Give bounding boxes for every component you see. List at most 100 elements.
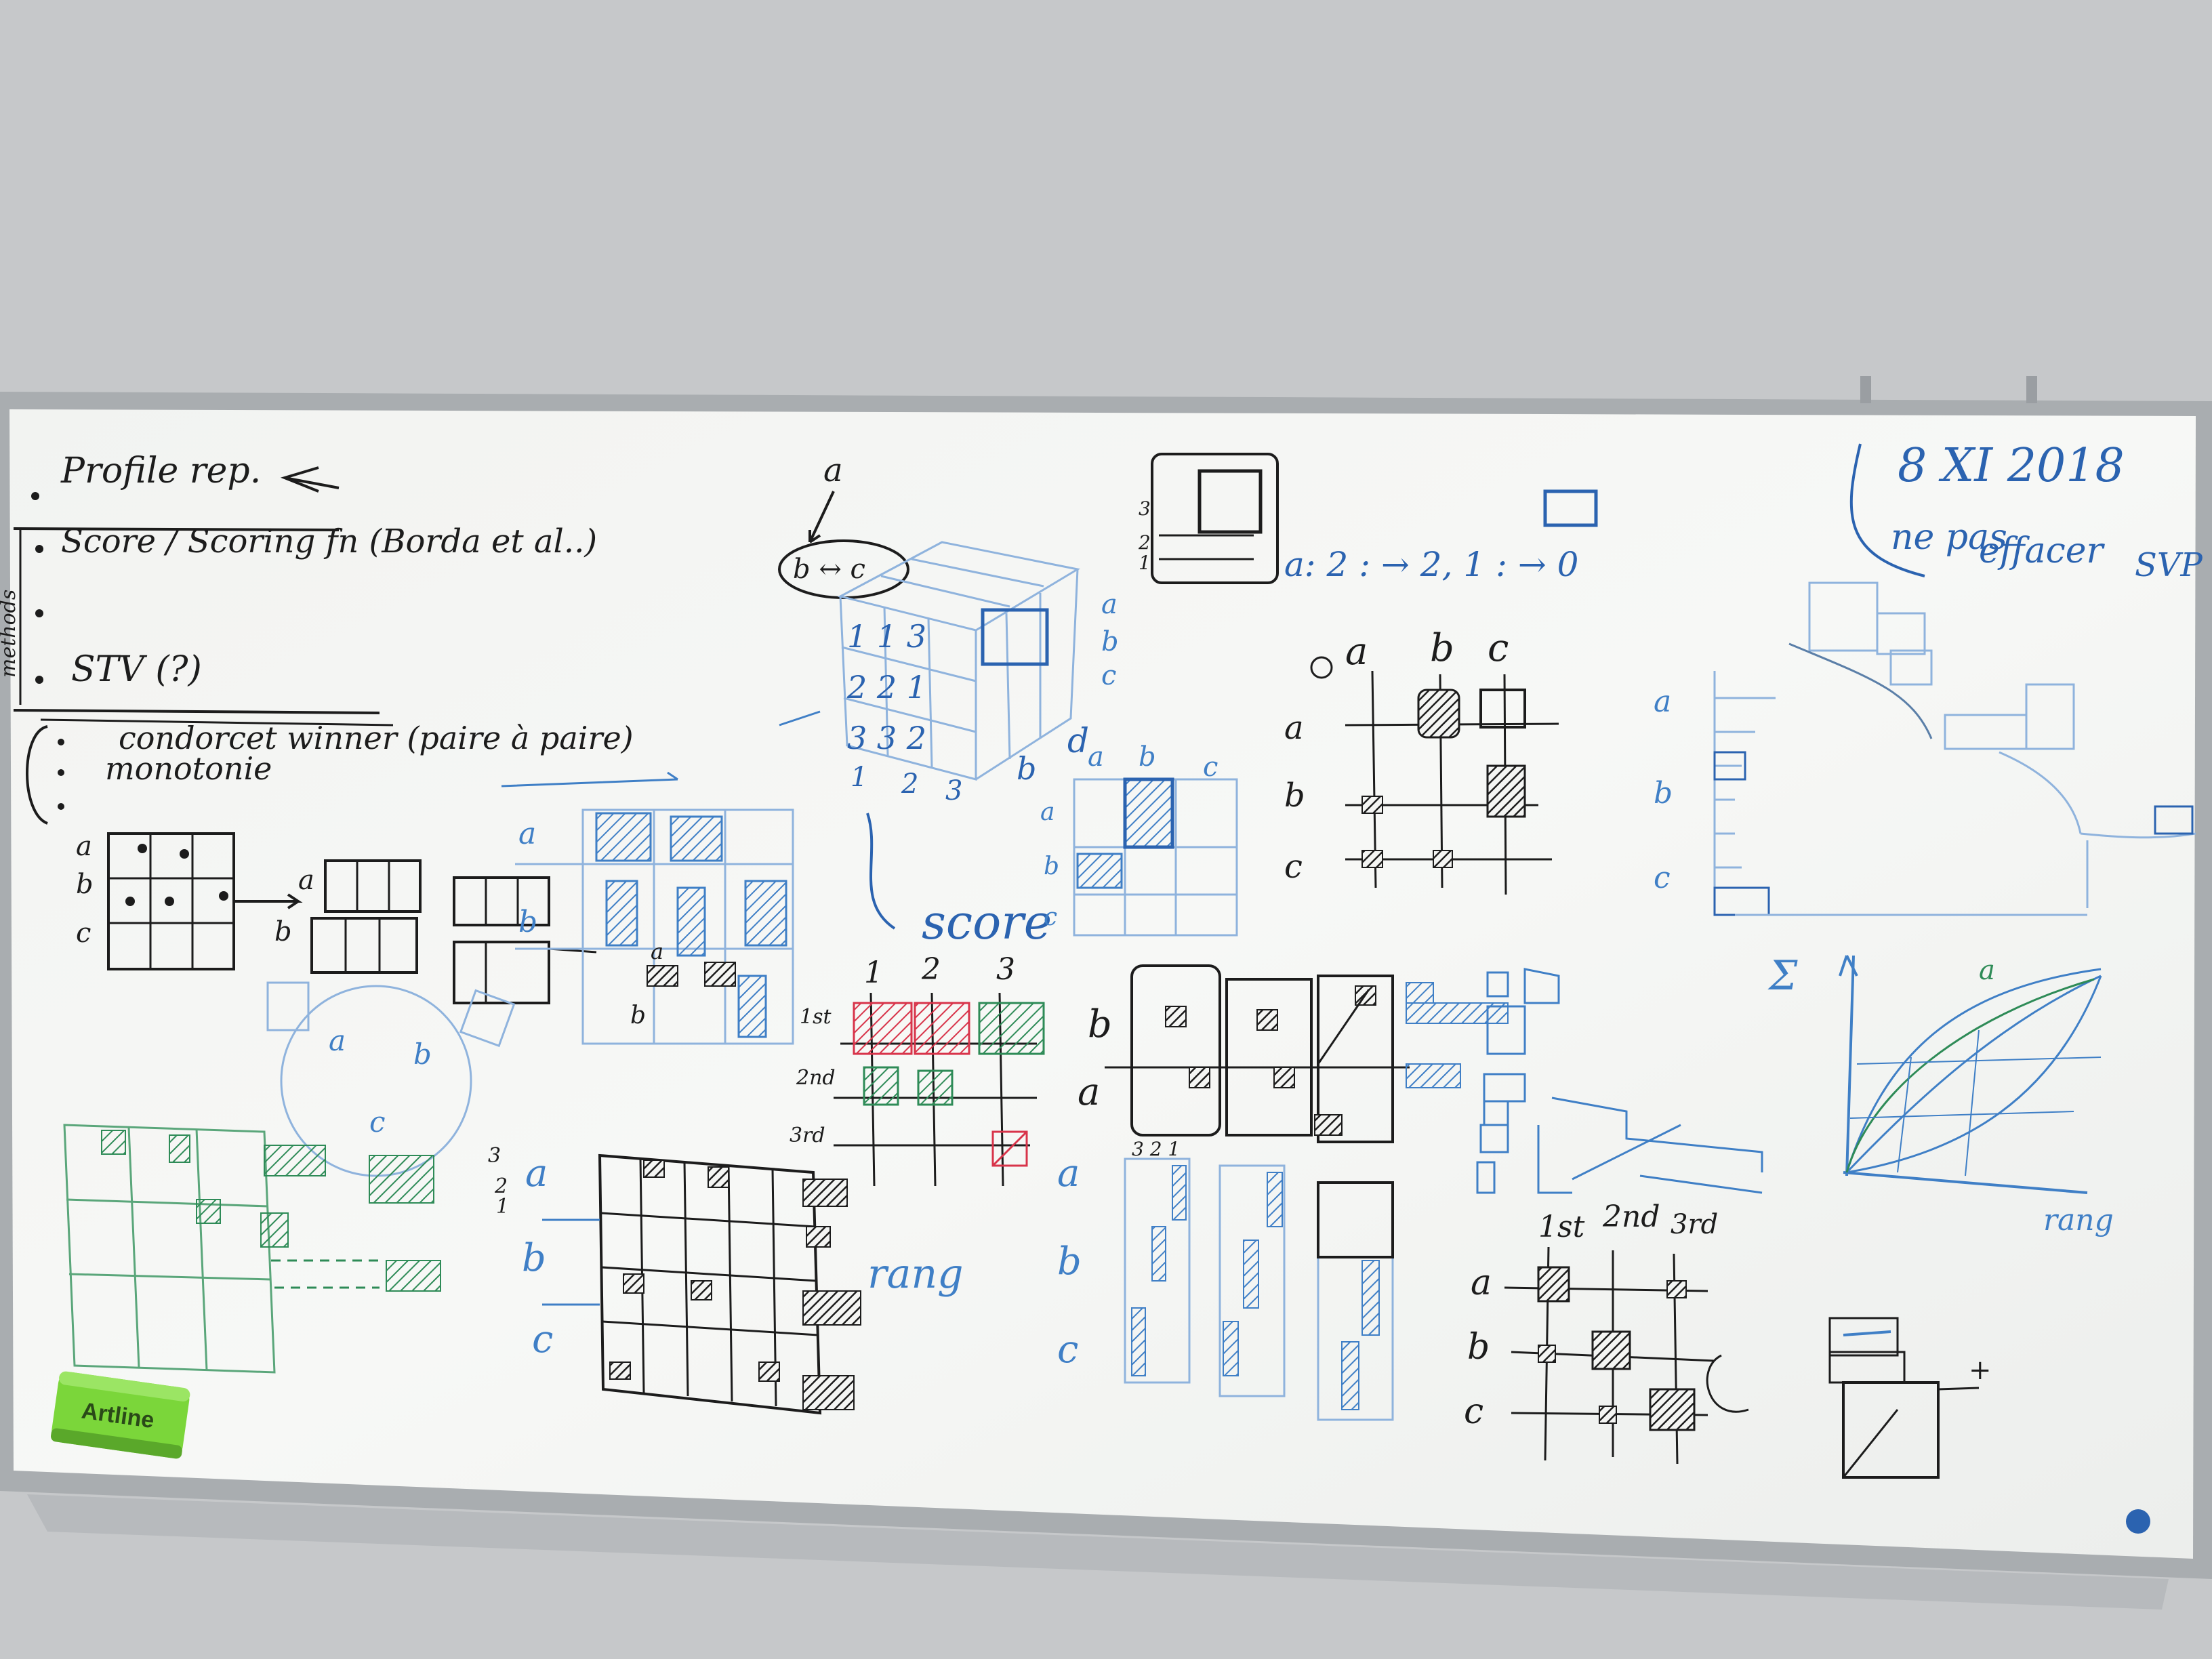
board-surface (9, 409, 2196, 1559)
green-grid (63, 1124, 441, 1374)
label-2: 2 (494, 1174, 508, 1198)
blue-columns: 3 2 1 a b c (1057, 1138, 1394, 1421)
top-center-sketches: 3 2 1 a: 2 : → 2, 1 : → 0 (1138, 453, 1598, 584)
label-plus: + (1969, 1355, 1992, 1386)
label-1: 1 (864, 956, 883, 990)
label-a: a (1654, 684, 1671, 719)
label-d: d (1067, 721, 1089, 760)
stack-sketch: + (1706, 1317, 1992, 1479)
label-c: c (1203, 752, 1218, 783)
whiteboard (0, 376, 2212, 1610)
label-c: c (1101, 660, 1116, 691)
note-scoring: Score / Scoring fn (Borda et al..) (61, 523, 597, 560)
label-c: c (1488, 626, 1509, 670)
methods-list: Profile rep. Score / Scoring fn (Borda e… (0, 451, 634, 825)
note-methods-side: methods (0, 590, 20, 678)
label-b: b (1017, 750, 1036, 787)
label-2nd: 2nd (1602, 1200, 1660, 1234)
label-3: 3 (488, 1144, 501, 1168)
label-2: 2 (901, 769, 918, 800)
label-a: a (329, 1024, 346, 1057)
label-rank: rang (867, 1250, 964, 1298)
label-b: b (1284, 777, 1305, 815)
label-3rd: 3rd (790, 1124, 825, 1147)
curves-sketch: Σ a rang (1767, 952, 2114, 1237)
label-c: c (1654, 861, 1671, 895)
staircase-right: a b c (1654, 581, 2196, 916)
label-1: 1 (496, 1195, 509, 1218)
label-a: a (1284, 709, 1304, 747)
label-c: c (1044, 903, 1057, 931)
label-score: score (922, 895, 1052, 950)
label-b: b (522, 1236, 546, 1280)
hanger-left (1860, 376, 1871, 403)
label-1: 1 (1139, 552, 1151, 574)
blue-profile-table: a b a b (501, 771, 794, 1045)
rank-position-grid: 1 2 3 1st 2nd 3rd (790, 952, 1045, 1187)
label-a: a (76, 831, 92, 862)
formula-note: a: 2 : → 2, 1 : → 0 (1284, 545, 1578, 584)
hanger-right (2026, 376, 2037, 403)
label-3: 3 (996, 952, 1015, 987)
label-a: a (1471, 1263, 1492, 1303)
date-note: 8 XI 2018 ne pas effacer SVP (1849, 439, 2203, 584)
label-3: 3 (945, 775, 962, 806)
label-b: b (1430, 626, 1454, 670)
label-c: c (1057, 1328, 1078, 1372)
label-2: 2 (1138, 531, 1151, 554)
note-effacer: effacer (1979, 531, 2106, 571)
cube-row-1: 1 1 3 (847, 618, 926, 655)
eraser[interactable]: Artline (50, 1370, 191, 1459)
label-a: a (298, 865, 314, 896)
cube-row-2: 2 2 1 (846, 669, 926, 705)
label-b: b (518, 905, 537, 939)
label-a: a (1078, 1070, 1100, 1114)
label-sum: Σ (1767, 952, 1798, 1000)
label-b: b (1044, 853, 1059, 880)
label-1st: 1st (1538, 1210, 1585, 1244)
sticker-logo (2126, 1509, 2150, 1534)
rank-grid-bottom-right: 1st 2nd 3rd a b c (1464, 1200, 1718, 1465)
label-a: a (1088, 741, 1104, 773)
label-a: a (823, 451, 843, 489)
label-b: b (274, 916, 292, 947)
label-b: b (1101, 626, 1119, 657)
label-c: c (1464, 1391, 1483, 1432)
blue-staircase (1406, 968, 1763, 1194)
label-321: 3 2 1 (1132, 1138, 1180, 1160)
label-a: a (1101, 589, 1118, 620)
label-a: a (1345, 630, 1368, 674)
label-b: b (413, 1038, 432, 1071)
label-c: c (532, 1317, 553, 1361)
date-text: 8 XI 2018 (1898, 439, 2125, 493)
label-a: a (651, 939, 663, 964)
profile-grid-left: a b c a b (76, 831, 597, 1004)
cube-row-3: 3 3 2 (847, 720, 926, 756)
label-a: a (1979, 955, 1995, 986)
label-b-swap-c: b ↔ c (793, 554, 865, 585)
note-condorcet: condorcet winner (paire à paire) (119, 720, 634, 756)
label-c: c (76, 918, 91, 949)
label-3rd: 3rd (1671, 1209, 1718, 1240)
label-a: a (518, 817, 536, 851)
label-rank: rang (2043, 1203, 2114, 1237)
label-b: b (76, 869, 94, 900)
ba-black-boxes: b a (1078, 964, 1410, 1143)
abc-matrix-center: a b c a b c (1284, 626, 1559, 895)
blue-dabc-grid: d a b c a b c (1040, 721, 1238, 937)
label-a: a (1057, 1151, 1080, 1195)
label-c: c (1284, 848, 1303, 886)
label-b: b (1467, 1327, 1490, 1368)
label-c: c (369, 1105, 386, 1139)
board-tray (27, 1494, 2169, 1610)
label-1: 1 (851, 762, 867, 793)
rubik-cube-diagram: a b ↔ c 1 1 3 2 2 1 3 3 2 1 2 3 b a b c … (778, 451, 1119, 950)
note-monotonie: monotonie (105, 750, 272, 787)
label-b: b (630, 1002, 646, 1029)
label-2nd: 2nd (796, 1066, 836, 1090)
label-3: 3 (1139, 497, 1151, 520)
label-b: b (1057, 1240, 1082, 1284)
label-b: b (1088, 1002, 1112, 1046)
label-b: b (1654, 776, 1673, 811)
